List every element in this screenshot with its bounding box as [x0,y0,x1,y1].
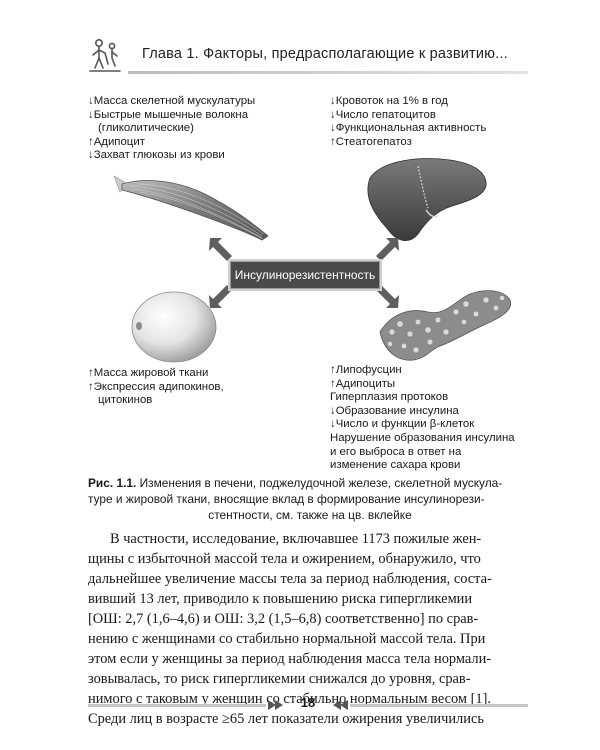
list-item: ↓Быстрые мышечные волокна [88,108,249,121]
list-item: Нарушение образования инсулина [330,431,515,444]
figure-label: Рис. 1.1. [88,476,137,490]
list-item: ↓Число гепатоцитов [330,108,436,121]
footer-rule [350,704,528,707]
header-rule [128,71,528,74]
list-item: ↓Функциональная активность [330,122,487,135]
page-number: 18 [300,695,316,710]
list-item: Гиперплазия протоков [330,391,449,404]
center-label-box: Инсулинорезистентность [230,261,380,289]
skeletal-muscle-illustration [113,175,269,241]
body-paragraph: В частности, исследование, включавшее 11… [88,529,524,729]
footer-chevron-icon [333,700,348,710]
text-line: нению с женщинами со стабильно нормально… [88,631,486,647]
list-item: (гликолитические) [98,122,194,135]
text-line: [ОШ: 2,7 (1,6–4,6) и ОШ: 3,2 (1,5–6,8) с… [88,611,479,627]
text-line: вивший 13 лет, приводило к повышению рис… [88,591,473,607]
text-line: дальнейшее увеличение массы тела за пери… [88,571,492,587]
list-item: ↓Захват глюкозы из крови [88,149,225,162]
elderly-person-logo-icon [89,38,121,72]
list-item: ↑Экспрессия адипокинов, [88,380,224,393]
arrow-icon [376,238,399,261]
list-item: цитокинов [98,394,153,407]
text-line: этом если у женщины за период наблюдения… [88,651,492,667]
footer-rule [88,704,266,707]
text-line: В частности, исследование, включавшее 11… [110,531,482,547]
arrow-icon [209,285,232,308]
caption-text: туре и жировой ткани, вносящие вклад в ф… [88,492,485,506]
list-item: и его выброса в ответ на [330,445,462,458]
list-item: изменение сахара крови [330,459,461,472]
liver-illustration [367,158,487,241]
list-item: ↑Стеатогепатоз [330,135,412,148]
page-footer: 18 [88,693,528,717]
list-item: ↓Кровоток на 1% в год [330,95,448,107]
text-line: зовывалась, то риск гипергликемии снижал… [88,671,471,687]
text-line: нимого с таковым у женщин со стабильно н… [88,691,491,707]
caption-text: Изменения в печени, поджелудочной железе… [136,476,503,490]
list-item: ↑Липофусцин [330,364,402,376]
arrow-icon [376,285,399,308]
text-line: Среди лиц в возрасте ≥65 лет показатели … [88,711,484,727]
pancreas-changes-list: ↑Липофусцин ↑Адипоциты Гиперплазия прото… [330,364,515,473]
figure-caption: Рис. 1.1. Изменения в печени, поджелудоч… [88,475,532,523]
pancreas-illustration [379,290,512,361]
arrow-icon [209,238,232,261]
footer-chevron-icon [268,700,283,710]
caption-text: стентности, см. также на цв. вклейке [208,508,412,522]
running-header: Глава 1. Факторы, предрасполагающие к ра… [88,38,528,74]
list-item: ↓Образование инсулина [330,404,459,417]
adipose-changes-list: ↑Масса жировой ткани ↑Экспрессия адипоки… [88,367,224,408]
chapter-title: Глава 1. Факторы, предрасполагающие к ра… [142,46,508,62]
list-item: ↑Масса жировой ткани [88,367,209,379]
list-item: ↓Масса скелетной мускулатуры [88,95,256,107]
text-line: щины с избыточной массой тела и ожирение… [88,551,481,567]
list-item: ↑Адипоцит [88,135,145,148]
adipocyte-illustration [131,291,217,363]
muscle-changes-list: ↓Масса скелетной мускулатуры ↓Быстрые мы… [88,95,255,163]
list-item: ↑Адипоциты [330,377,396,390]
list-item: ↓Число и функции β-клеток [330,418,475,431]
liver-changes-list: ↓Кровоток на 1% в год ↓Число гепатоцитов… [330,95,486,149]
